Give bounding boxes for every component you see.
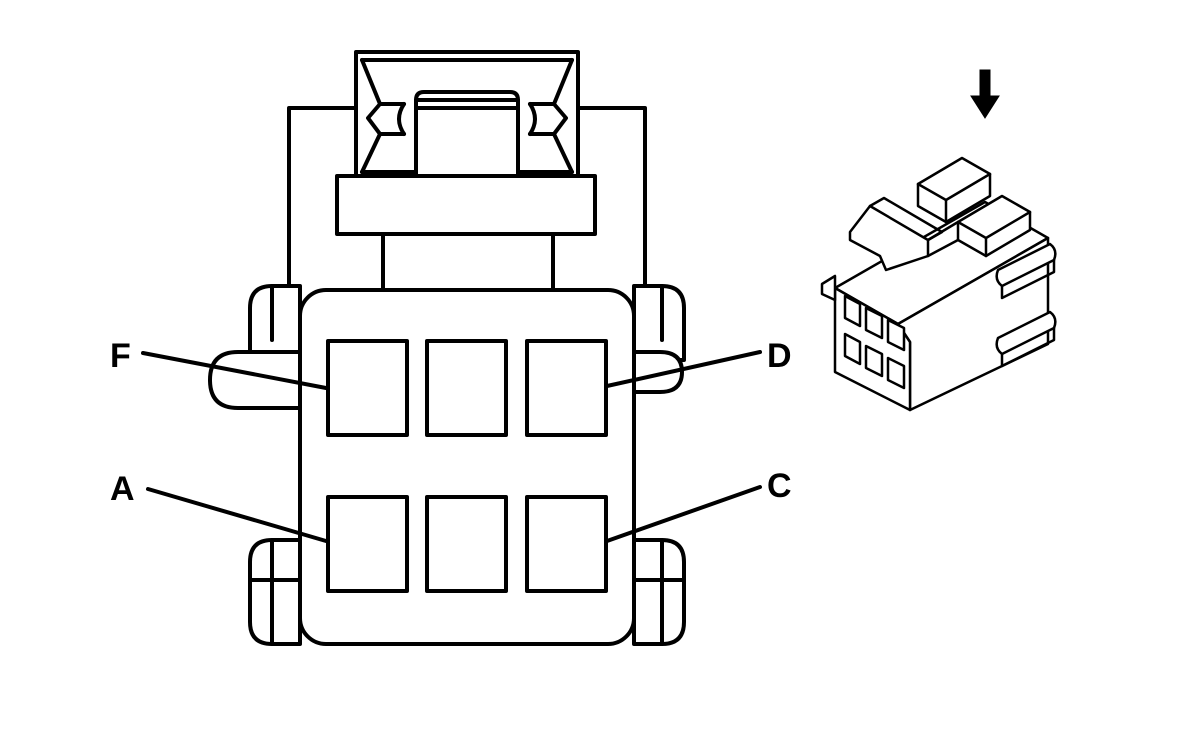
connector-neck bbox=[381, 230, 555, 294]
connector-isometric-view bbox=[820, 156, 1057, 412]
pin-label-c: C bbox=[767, 467, 792, 505]
cavity-f bbox=[326, 339, 409, 437]
leader-line-c bbox=[605, 485, 762, 543]
cavity-e bbox=[425, 339, 508, 437]
iso-side-ribs bbox=[995, 242, 1057, 368]
cavity-a bbox=[326, 495, 409, 593]
upper-side-ears bbox=[248, 284, 686, 362]
lower-side-ears bbox=[248, 538, 686, 646]
pin-label-f: F bbox=[110, 337, 131, 375]
pin-label-a: A bbox=[110, 470, 135, 508]
cavity-d bbox=[525, 339, 608, 437]
leader-line-a bbox=[146, 487, 328, 543]
lock-bar bbox=[335, 174, 597, 236]
leader-line-d bbox=[605, 350, 762, 388]
leader-line-f bbox=[141, 351, 328, 390]
right-latch-tab bbox=[632, 350, 684, 394]
connector-face-view: F D A C bbox=[110, 50, 792, 646]
left-latch-tab bbox=[208, 350, 302, 410]
cavity-b bbox=[425, 495, 508, 593]
down-arrow-icon bbox=[970, 69, 1000, 119]
cavity-c bbox=[525, 495, 608, 593]
iso-lock bbox=[848, 156, 1032, 272]
pin-label-d: D bbox=[767, 337, 792, 375]
iso-cavities bbox=[843, 294, 906, 390]
lock-housing bbox=[354, 50, 580, 178]
